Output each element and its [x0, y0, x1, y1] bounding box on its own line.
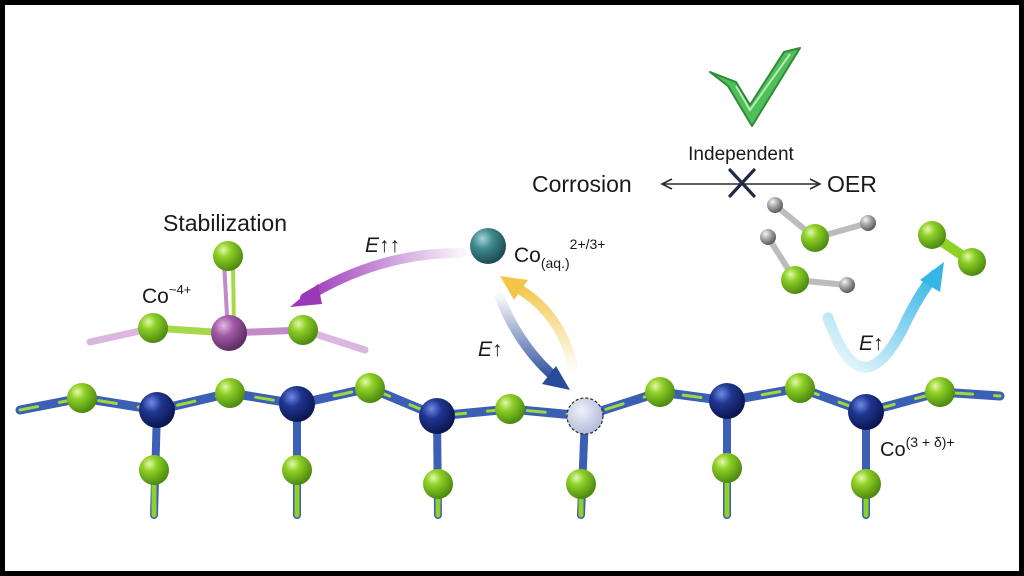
arrow-oer	[822, 262, 944, 373]
diagram-canvas: Independent Corrosion OER Stabilization …	[15, 47, 1005, 519]
cross-icon	[728, 168, 756, 198]
stabilization-atoms	[138, 241, 318, 351]
dissolved-co-atom	[470, 228, 506, 264]
check-icon	[709, 47, 801, 127]
lattice-atoms	[67, 373, 955, 499]
stabilization-label: Stabilization	[163, 210, 287, 236]
molecule-atoms	[760, 197, 986, 294]
co-stabilized-label: Co~4+	[142, 282, 191, 308]
energy-double-up-label: E↑↑	[365, 234, 400, 257]
co-lattice-label: Co(3 + δ)+	[880, 434, 955, 461]
energy-up-right-label: E↑	[859, 332, 884, 355]
arrow-dissolution	[500, 276, 578, 372]
co-aq-label: Co(aq.)2+/3+	[514, 236, 605, 271]
arrow-to-stabilization	[290, 247, 467, 307]
arrow-redeposition	[495, 293, 570, 390]
oer-label: OER	[827, 171, 877, 197]
independent-label: Independent	[688, 144, 794, 165]
energy-up-left-label: E↑	[478, 338, 503, 361]
co-vacancy	[566, 397, 604, 435]
corrosion-label: Corrosion	[532, 171, 632, 197]
